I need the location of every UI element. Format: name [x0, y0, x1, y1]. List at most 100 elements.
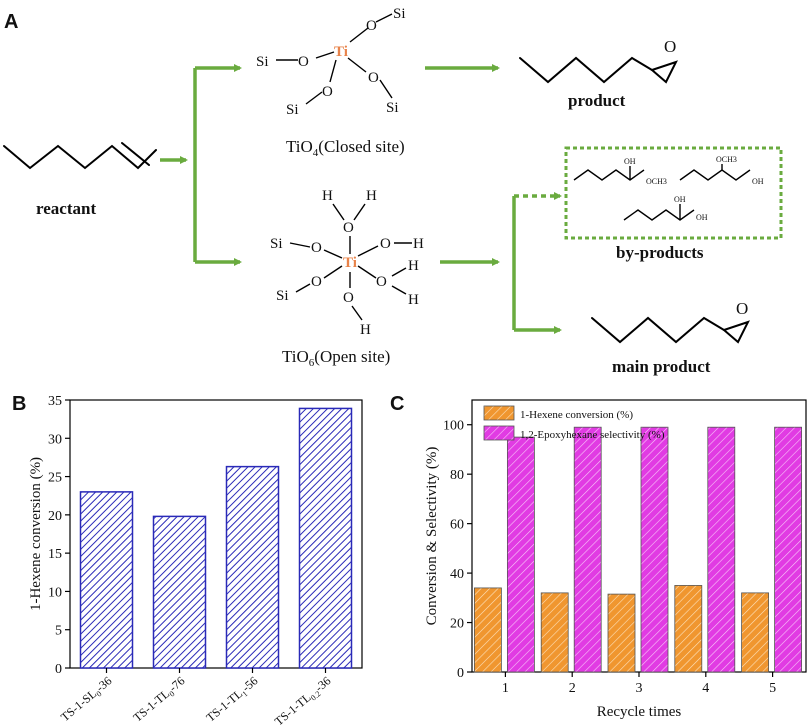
chart-b-ytick-label: 5 — [55, 624, 62, 639]
open-site-o-bottom: O — [343, 290, 354, 306]
chart-c-bar-selectivity — [640, 426, 669, 673]
panel-a-label: A — [4, 11, 18, 33]
byproduct2-och3: OCH3 — [716, 155, 737, 164]
chart-c-bar-conversion — [741, 592, 769, 673]
open-site-h2: H — [366, 188, 377, 204]
chart-b-xtick-label-pre: TS-1-TL — [272, 690, 314, 728]
open-site-o-top: O — [343, 220, 354, 236]
chart-c-xtick-label: 5 — [769, 681, 776, 696]
open-site-o-right2: O — [376, 274, 387, 290]
chart-b-ytick-label: 0 — [55, 662, 62, 677]
chart-c-legend-swatch — [483, 405, 515, 421]
chart-b-xtick-label-pre: TS-1-TL — [203, 686, 245, 724]
chart-c-xlabel: Recycle times — [597, 704, 682, 720]
open-site-h4: H — [408, 258, 419, 274]
main-product-o: O — [736, 299, 748, 318]
open-site-h6: H — [360, 322, 371, 338]
closed-site-si3: Si — [386, 100, 399, 116]
chart-b-bar — [152, 515, 207, 669]
chart-c-legend-label: 1,2-Epoxyhexane selectivity (%) — [520, 429, 665, 441]
chart-c-xtick-label: 3 — [636, 681, 643, 696]
reaction-arrows — [160, 64, 562, 334]
closed-site-si2: Si — [393, 6, 406, 22]
chart-b-xtick-label: TS-1-TL0.2-36 — [272, 674, 335, 728]
tio4-closed-site-structure: Ti O O O O Si Si Si Si — [256, 6, 406, 118]
chart-c-bar-conversion — [540, 592, 569, 673]
chart-c-bar-conversion — [607, 593, 636, 673]
chart-b-ytick-label: 30 — [48, 432, 62, 447]
closed-site-o2: O — [366, 18, 377, 34]
closed-site-si1: Si — [256, 54, 269, 70]
chart-c-bar-selectivity — [573, 426, 602, 673]
product-o: O — [664, 37, 676, 56]
chart-c-xtick-label: 1 — [502, 681, 509, 696]
chart-c-bar-selectivity — [707, 426, 736, 673]
chart-c-bar-selectivity — [774, 426, 802, 673]
byproduct2-oh: OH — [752, 177, 764, 186]
chart-b-xtick-label-sub: 1 — [241, 689, 250, 698]
chart-b-frame — [69, 399, 363, 669]
closed-site-o4: O — [322, 84, 333, 100]
byproduct1-och3: OCH3 — [646, 177, 667, 186]
reactant-label: reactant — [36, 199, 96, 218]
byproduct3-oh1: OH — [674, 195, 686, 204]
open-site-h5: H — [408, 292, 419, 308]
panel-b-label: B — [12, 393, 26, 415]
chart-c-ytick-label: 60 — [450, 518, 464, 533]
chart-c-ytick-label: 0 — [457, 666, 464, 681]
chart-c-legend-label: 1-Hexene conversion (%) — [520, 409, 633, 421]
chart-c-legend-swatch — [483, 425, 515, 441]
chart-b-ytick-label: 10 — [48, 585, 62, 600]
open-site-o-left2: O — [311, 274, 322, 290]
chart-c-xtick-label: 4 — [702, 681, 709, 696]
open-site-h1: H — [322, 188, 333, 204]
byproducts-box: OH OCH3 OCH3 OH OH OH — [564, 146, 783, 240]
byproduct3-oh2: OH — [696, 213, 708, 222]
main-product-label: main product — [612, 357, 711, 376]
chart-b-ylabel: 1-Hexene conversion (%) — [28, 457, 44, 611]
tio6-open-site-structure: Ti O H H O Si O Si O H O H H O — [270, 188, 424, 338]
chart-b-ytick-label: 35 — [48, 394, 62, 409]
open-site-ti: Ti — [343, 255, 357, 271]
chart-c-ytick-label: 40 — [450, 567, 464, 582]
chart-c-ytick-label: 20 — [450, 617, 464, 632]
chart-c-bar-conversion — [674, 585, 703, 673]
open-site-h3: H — [413, 236, 424, 252]
chart-b-xtick-label-sub: 0 — [95, 689, 104, 698]
open-site-si2: Si — [276, 288, 289, 304]
chart-b-ytick-label: 25 — [48, 471, 62, 486]
closed-site-label: TiO4(Closed site) — [286, 137, 405, 159]
chart-c-bar-selectivity — [506, 436, 535, 673]
chart-c-bar-conversion — [473, 587, 502, 673]
chart-b-bar — [298, 407, 353, 669]
chart-b-xtick-label-pre: TS-1-TL — [130, 686, 172, 724]
byproducts-label: by-products — [616, 243, 704, 262]
product-structure: O — [519, 37, 678, 84]
chart-c-xtick-label: 2 — [569, 681, 576, 696]
closed-site-o1: O — [298, 54, 309, 70]
closed-site-ti: Ti — [334, 44, 348, 60]
chart-b-ytick-label: 15 — [48, 547, 62, 562]
open-site-o-left1: O — [311, 240, 322, 256]
chart-b-xtick-label-pre: TS-1-SL — [58, 686, 99, 724]
closed-site-o3: O — [368, 70, 379, 86]
panel-c-label: C — [390, 393, 404, 415]
open-site-o-right1: O — [380, 236, 391, 252]
chart-b-ytick-label: 20 — [48, 509, 62, 524]
chart-b-xtick-label: TS-1-SL0-36 — [58, 674, 116, 726]
product-label: product — [568, 91, 626, 110]
closed-site-si4: Si — [286, 102, 299, 118]
chart-c-ytick-label: 100 — [443, 419, 464, 434]
main-product-structure: O — [591, 299, 750, 344]
chart-b-xtick-label: TS-1-TL1-56 — [203, 674, 261, 727]
chart-b-xtick-label: TS-1-TL0-76 — [130, 674, 188, 727]
panel-a: A reactant Ti — [3, 6, 783, 376]
byproduct1-oh: OH — [624, 157, 636, 166]
open-site-si1: Si — [270, 236, 283, 252]
reactant-structure — [3, 142, 157, 170]
